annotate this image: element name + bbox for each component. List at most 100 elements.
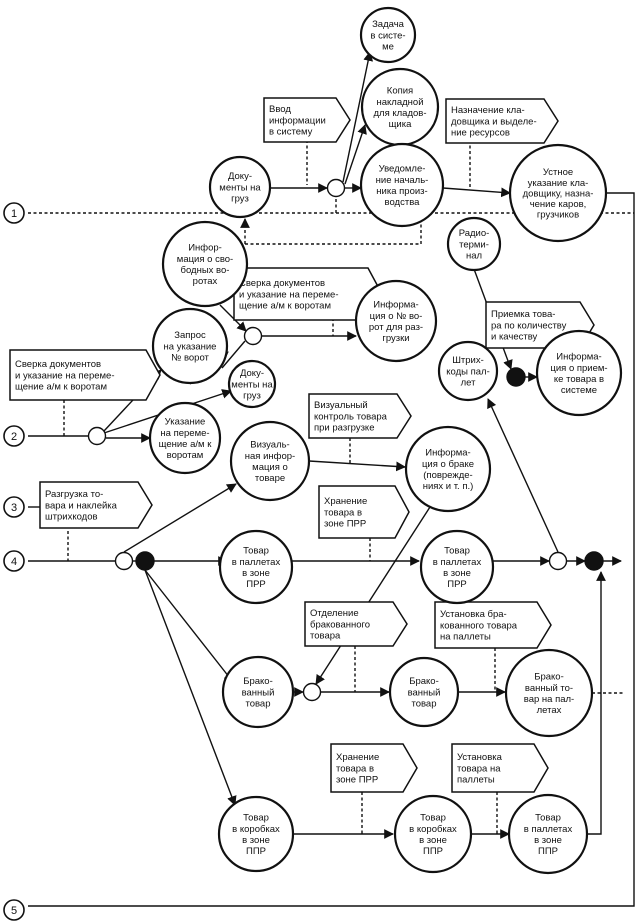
- label-line: вар на пал-: [524, 694, 574, 705]
- label-line: в коробках: [232, 824, 280, 835]
- flow-edge: [221, 340, 246, 369]
- node-circle: [419, 529, 495, 605]
- label-line: в зоне: [242, 835, 270, 846]
- label-line: ция о № во-: [370, 311, 423, 322]
- label-line: Товар: [243, 813, 269, 824]
- label-text: Информа-ция о № во-рот для раз-грузки: [369, 300, 423, 345]
- label-line: ме: [382, 42, 394, 53]
- flow-edge: [442, 187, 511, 198]
- node-uvedomlenie: Уведомле-ние началь-ника произ-водства: [359, 142, 445, 228]
- label-line: довщика и выделе-: [451, 116, 537, 127]
- label-line: Установка бра-: [440, 609, 507, 620]
- label-line: в зоне: [534, 835, 562, 846]
- label-line: и указание на переме-: [15, 370, 115, 381]
- split-junction: [326, 178, 346, 198]
- label-line: на переме-: [160, 428, 209, 439]
- process-flag-shape: [263, 97, 351, 143]
- label-line: Информа-: [373, 300, 418, 311]
- label-line: Установка: [457, 752, 503, 763]
- flow-edge: [342, 51, 374, 183]
- label-line: для кладов-: [374, 108, 427, 119]
- flow-edge: [315, 506, 431, 685]
- label-line: груз: [243, 391, 261, 402]
- node-circle: [208, 155, 272, 219]
- node-circle: [217, 795, 295, 873]
- merge-junction: [506, 367, 526, 387]
- label-line: накладной: [377, 97, 424, 108]
- label-line: Информа-: [425, 448, 470, 459]
- flow-edge: [144, 569, 237, 806]
- label-line: ниях и т. п.): [423, 481, 474, 492]
- label-line: Задача: [372, 19, 405, 30]
- node-infosvob: Инфор-мация о сво-бодных во-ротах: [161, 220, 249, 308]
- label-line: на паллеты: [440, 632, 491, 643]
- label-line: № ворот: [171, 353, 209, 364]
- label-line: вара и наклейка: [45, 500, 118, 511]
- split-junction: [114, 551, 134, 571]
- label-line: товара: [310, 631, 341, 642]
- input-4: 4: [3, 550, 25, 572]
- label-line: в паллетах: [433, 557, 482, 568]
- label-line: в коробках: [409, 824, 457, 835]
- label-line: в систему: [269, 127, 313, 138]
- label-line: летах: [537, 705, 562, 716]
- label-text: Назначение кла-довщика и выделе-ние ресу…: [451, 105, 537, 138]
- node-circle: [508, 143, 608, 243]
- junction-points: [87, 178, 604, 702]
- node-circle: [218, 529, 294, 605]
- label-line: и указание на переме-: [239, 289, 339, 300]
- label-line: бракованного: [310, 619, 370, 630]
- label-line: (поврежде-: [423, 470, 472, 481]
- split-junction: [243, 326, 263, 346]
- label-line: рот для раз-: [369, 322, 423, 333]
- label-line: при разгрузке: [314, 423, 374, 434]
- node-circle: [535, 329, 623, 417]
- label-line: Товар: [444, 546, 470, 557]
- node-brak3: Брако-ванный то-вар на пал-летах: [504, 648, 594, 738]
- label-line: терми-: [459, 239, 489, 250]
- flow-edge: [245, 213, 422, 245]
- label-line: в зоне: [242, 568, 270, 579]
- node-circle: [393, 794, 473, 874]
- flow-edge: [28, 192, 635, 907]
- label-line: грузки: [382, 333, 409, 344]
- label-line: в зоне: [443, 568, 471, 579]
- label-text: Информа-ция о браке(поврежде-ниях и т. п…: [422, 448, 474, 493]
- label-line: в паллетах: [524, 824, 573, 835]
- label-line: менты на: [219, 182, 261, 193]
- label-line: в систе-: [370, 30, 405, 41]
- node-circle: [404, 425, 492, 513]
- label-line: товара в: [336, 763, 374, 774]
- node-circle: [227, 359, 277, 409]
- input-3: 3: [3, 496, 25, 518]
- node-circle: [504, 648, 594, 738]
- label-line: Доку-: [240, 368, 264, 379]
- label-line: ция о браке: [422, 459, 474, 470]
- label-line: ние ресурсов: [451, 128, 510, 139]
- process-flag-shape: [39, 481, 153, 529]
- label-line: коды пал-: [446, 366, 489, 377]
- input-number: 3: [11, 502, 17, 514]
- label-line: мация о сво-: [177, 254, 233, 265]
- merge-junction: [584, 551, 604, 571]
- label-line: товар: [411, 699, 436, 710]
